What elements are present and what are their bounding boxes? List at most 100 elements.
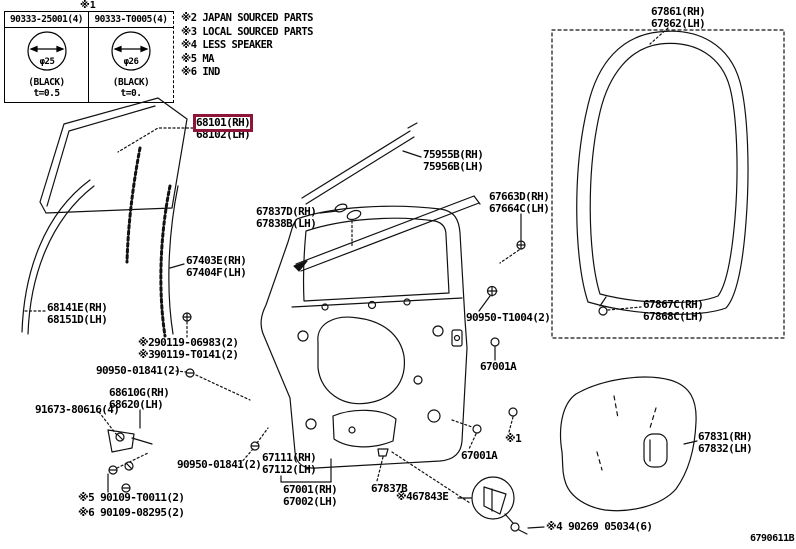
bumper-icon: [490, 337, 500, 347]
diameter-icon: φ25: [26, 31, 67, 71]
door-shell-drawing: [260, 205, 468, 469]
part-number-line[interactable]: 90950-01841(2): [177, 458, 262, 471]
part-number-line[interactable]: 67868C(LH): [643, 309, 704, 323]
part-number-line[interactable]: 68101(RH): [192, 114, 254, 132]
speaker-cover-drawing: [471, 476, 515, 524]
part-number-line[interactable]: 67001A: [480, 360, 517, 373]
door-check-label[interactable]: 68610G(RH)68620(LH): [109, 386, 170, 411]
part-number-line[interactable]: 67404F(LH): [186, 265, 247, 279]
shim-color: (BLACK): [112, 77, 150, 88]
door-ref-label: ※1: [505, 433, 522, 445]
bolt-icon: [516, 240, 526, 250]
shim-part-number[interactable]: 90333-25001(4): [5, 12, 89, 28]
bolt-icon: [115, 432, 125, 442]
part-number-line[interactable]: 67111(RH): [262, 451, 317, 464]
shim-cell: φ25 (BLACK) t=0.5: [5, 28, 89, 102]
frame-strip-drawings: [293, 122, 481, 272]
glass-run-rear-drawing: [125, 146, 179, 338]
part-number-line[interactable]: ※290119-06983(2): [138, 336, 239, 349]
cushion-label[interactable]: 67837B: [371, 482, 408, 495]
door-check-drawing: [107, 429, 153, 453]
bumper-icon: [472, 424, 482, 434]
part-number-line[interactable]: 67002(LH): [283, 494, 338, 508]
shim-part-number[interactable]: 90333-T0005(4): [89, 12, 173, 28]
part-number-line[interactable]: 67837B: [371, 482, 408, 495]
speaker-cover-label[interactable]: ※467843E: [396, 490, 449, 503]
frame-front-label[interactable]: 75955B(RH)75956B(LH): [423, 148, 484, 173]
frame-screw-label[interactable]: 90950-T1004(2): [466, 311, 551, 324]
legend: ※2 JAPAN SOURCED PARTS ※3 LOCAL SOURCED …: [181, 12, 313, 80]
clip-icon: [250, 441, 260, 451]
door-trim-drawing: [559, 376, 697, 512]
part-number-line[interactable]: 67837D(RH): [256, 205, 317, 218]
screw-icon: [486, 285, 498, 297]
panel-sub-label[interactable]: 67111(RH)67112(LH): [262, 451, 317, 476]
part-number-line[interactable]: 67403E(RH): [186, 254, 247, 267]
part-number-line[interactable]: ※467843E: [396, 490, 449, 503]
clip-upper-label[interactable]: 90950-01841(2): [96, 364, 181, 377]
weatherstrip-clip-icon: [598, 296, 608, 316]
bumper-upper-label[interactable]: 67001A: [480, 360, 517, 373]
run-front-label[interactable]: 68141E(RH)68151D(LH): [47, 301, 108, 326]
part-number-line[interactable]: 67832(LH): [698, 441, 753, 455]
shim-color: (BLACK): [28, 77, 65, 88]
screw-icon: [510, 522, 528, 535]
svg-text:φ26: φ26: [124, 57, 139, 67]
screw-icon: [108, 465, 118, 475]
part-number-line[interactable]: 67001A: [461, 449, 498, 462]
part-number-line[interactable]: 90950-01841(2): [96, 364, 181, 377]
part-number-line[interactable]: 67862(LH): [651, 16, 706, 30]
weatherstrip-clip-label[interactable]: 67867C(RH)67868C(LH): [643, 298, 704, 323]
part-number-line[interactable]: 90950-T1004(2): [466, 311, 551, 324]
part-number-line[interactable]: 67664C(LH): [489, 201, 550, 215]
part-number-line[interactable]: 67861(RH): [651, 5, 706, 18]
ref-target-icon: [508, 407, 518, 417]
part-number-line[interactable]: 68610G(RH): [109, 386, 170, 399]
part-number-line[interactable]: 68102(LH): [196, 127, 251, 141]
screw-note6-label[interactable]: ※6 90109-08295(2): [78, 506, 185, 519]
clip-lower-label[interactable]: 90950-01841(2): [177, 458, 262, 471]
part-number-line[interactable]: 68141E(RH): [47, 301, 108, 314]
shim-table: 90333-25001(4) 90333-T0005(4) φ25 (BLACK…: [4, 11, 174, 103]
part-number-line[interactable]: 68151D(LH): [47, 312, 108, 326]
part-number-line[interactable]: 91673-80616(4): [35, 403, 120, 416]
trim-board-label[interactable]: 67831(RH)67832(LH): [698, 430, 753, 455]
part-number-line[interactable]: 67838B(LH): [256, 216, 317, 230]
screw-icon: [182, 312, 192, 322]
part-number-line[interactable]: 67663D(RH): [489, 190, 550, 203]
regulator-screws-label[interactable]: ※290119-06983(2)※390119-T0141(2): [138, 336, 239, 361]
part-number-line[interactable]: 67112(LH): [262, 462, 317, 476]
run-rear-label[interactable]: 67403E(RH)67404F(LH): [186, 254, 247, 279]
svg-text:φ25: φ25: [39, 57, 54, 67]
shim-cell: φ26 (BLACK) t=0.: [89, 28, 173, 102]
part-number-line[interactable]: ※5 90109-T0011(2): [78, 491, 185, 504]
part-number-line[interactable]: ※6 90109-08295(2): [78, 506, 185, 519]
callout-lines: [107, 150, 698, 529]
legend-note: ※5 MA: [181, 52, 214, 65]
screw-note5-label[interactable]: ※5 90109-T0011(2): [78, 491, 185, 504]
weatherstrip-box-drawing: [551, 29, 785, 339]
opening-weatherstrip-label[interactable]: 67861(RH)67862(LH): [651, 5, 706, 30]
part-number-line[interactable]: 67831(RH): [698, 430, 753, 443]
part-number-line[interactable]: 67001(RH): [283, 483, 338, 496]
check-bolt-label[interactable]: 91673-80616(4): [35, 403, 120, 416]
bumper-lower-label[interactable]: 67001A: [461, 449, 498, 462]
part-number-line[interactable]: ※4 90269 05034(6): [546, 520, 653, 533]
part-number-line[interactable]: 67867C(RH): [643, 298, 704, 311]
shim-thickness: t=0.5: [33, 88, 60, 99]
figure-code: 6790611B: [750, 533, 795, 544]
belt-moulding-label[interactable]: 67663D(RH)67664C(LH): [489, 190, 550, 215]
hinge-parts-drawing: [334, 203, 362, 221]
trim-screw-label[interactable]: ※4 90269 05034(6): [546, 520, 653, 533]
glass-label[interactable]: 68101(RH)68102(LH): [192, 114, 254, 141]
part-number-line[interactable]: 75955B(RH): [423, 148, 484, 161]
diameter-icon: φ26: [111, 31, 151, 71]
part-number-line[interactable]: 75956B(LH): [423, 159, 484, 173]
clip-icon: [185, 368, 195, 378]
shim-thickness: t=0.: [120, 88, 142, 99]
frame-clip-label[interactable]: 67837D(RH)67838B(LH): [256, 205, 317, 230]
part-number-line[interactable]: 68620(LH): [109, 397, 164, 411]
shim-table-ref-mark: ※1: [80, 0, 96, 11]
part-number-line[interactable]: ※390119-T0141(2): [138, 347, 239, 361]
door-assy-label[interactable]: 67001(RH)67002(LH): [283, 483, 338, 508]
